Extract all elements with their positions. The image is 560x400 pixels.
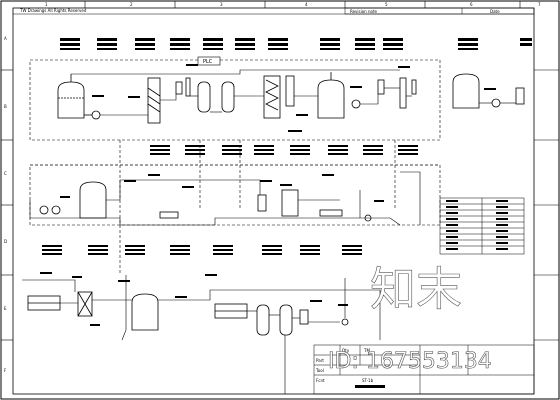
- copyright-note: TW Drawings All Rights Reserved: [19, 8, 87, 13]
- upper-process-lines: [71, 69, 516, 116]
- legend-table: [439, 197, 525, 255]
- zone-letter-d: D: [4, 239, 7, 244]
- middle-train-tags: [60, 174, 384, 202]
- control-boundaries: [29, 59, 441, 275]
- zone-letter-c: C: [4, 171, 7, 176]
- lower-process-train: [27, 291, 349, 336]
- zone-marks: [1, 1, 559, 341]
- title-field-tm: TM: [363, 348, 370, 353]
- plc-label: PLC: [203, 59, 213, 65]
- zone-letter-a: A: [4, 36, 7, 41]
- title-field-part: Part: [316, 358, 324, 363]
- sheet-code: ST-1b: [362, 378, 374, 383]
- title-field-tool: Tool: [315, 368, 324, 373]
- zone-number-1: 1: [45, 2, 48, 7]
- tag-blocks-row-2: [150, 145, 418, 155]
- tag-blocks-row-1: [60, 38, 532, 50]
- zone-letter-b: B: [4, 104, 7, 109]
- title-field-fcnt: Fcnt: [316, 378, 325, 383]
- zone-number-5: 5: [385, 2, 388, 7]
- zone-letter-f: F: [4, 368, 7, 373]
- legend-entries: [446, 200, 508, 250]
- lower-process-lines: [22, 275, 381, 394]
- revision-box: [344, 7, 535, 15]
- drawing-title-bar: [355, 385, 385, 388]
- zone-number-4: 4: [305, 2, 308, 7]
- zone-number-6: 6: [470, 2, 473, 7]
- title-field-qty: Qty: [342, 348, 350, 353]
- middle-process-lines: [29, 171, 421, 226]
- watermark-id: ID: 167553134: [328, 349, 492, 374]
- title-block: [313, 344, 535, 395]
- date-label: Date: [490, 9, 500, 14]
- upper-train-tags: [92, 64, 496, 132]
- zone-number-2: 2: [130, 2, 133, 7]
- sheet-inner-border: [12, 7, 535, 395]
- upper-process-train: [57, 72, 525, 124]
- revision-label: Revision note: [350, 9, 378, 14]
- tag-blocks-row-3: [42, 245, 362, 255]
- middle-process-train: [39, 181, 372, 222]
- plc-controller: [197, 56, 221, 66]
- lower-train-tags: [40, 272, 348, 326]
- zone-letter-e: E: [4, 306, 7, 311]
- zone-number-7: 7: [538, 2, 541, 7]
- watermark-brand: 知末: [370, 262, 462, 316]
- zone-number-3: 3: [220, 2, 223, 7]
